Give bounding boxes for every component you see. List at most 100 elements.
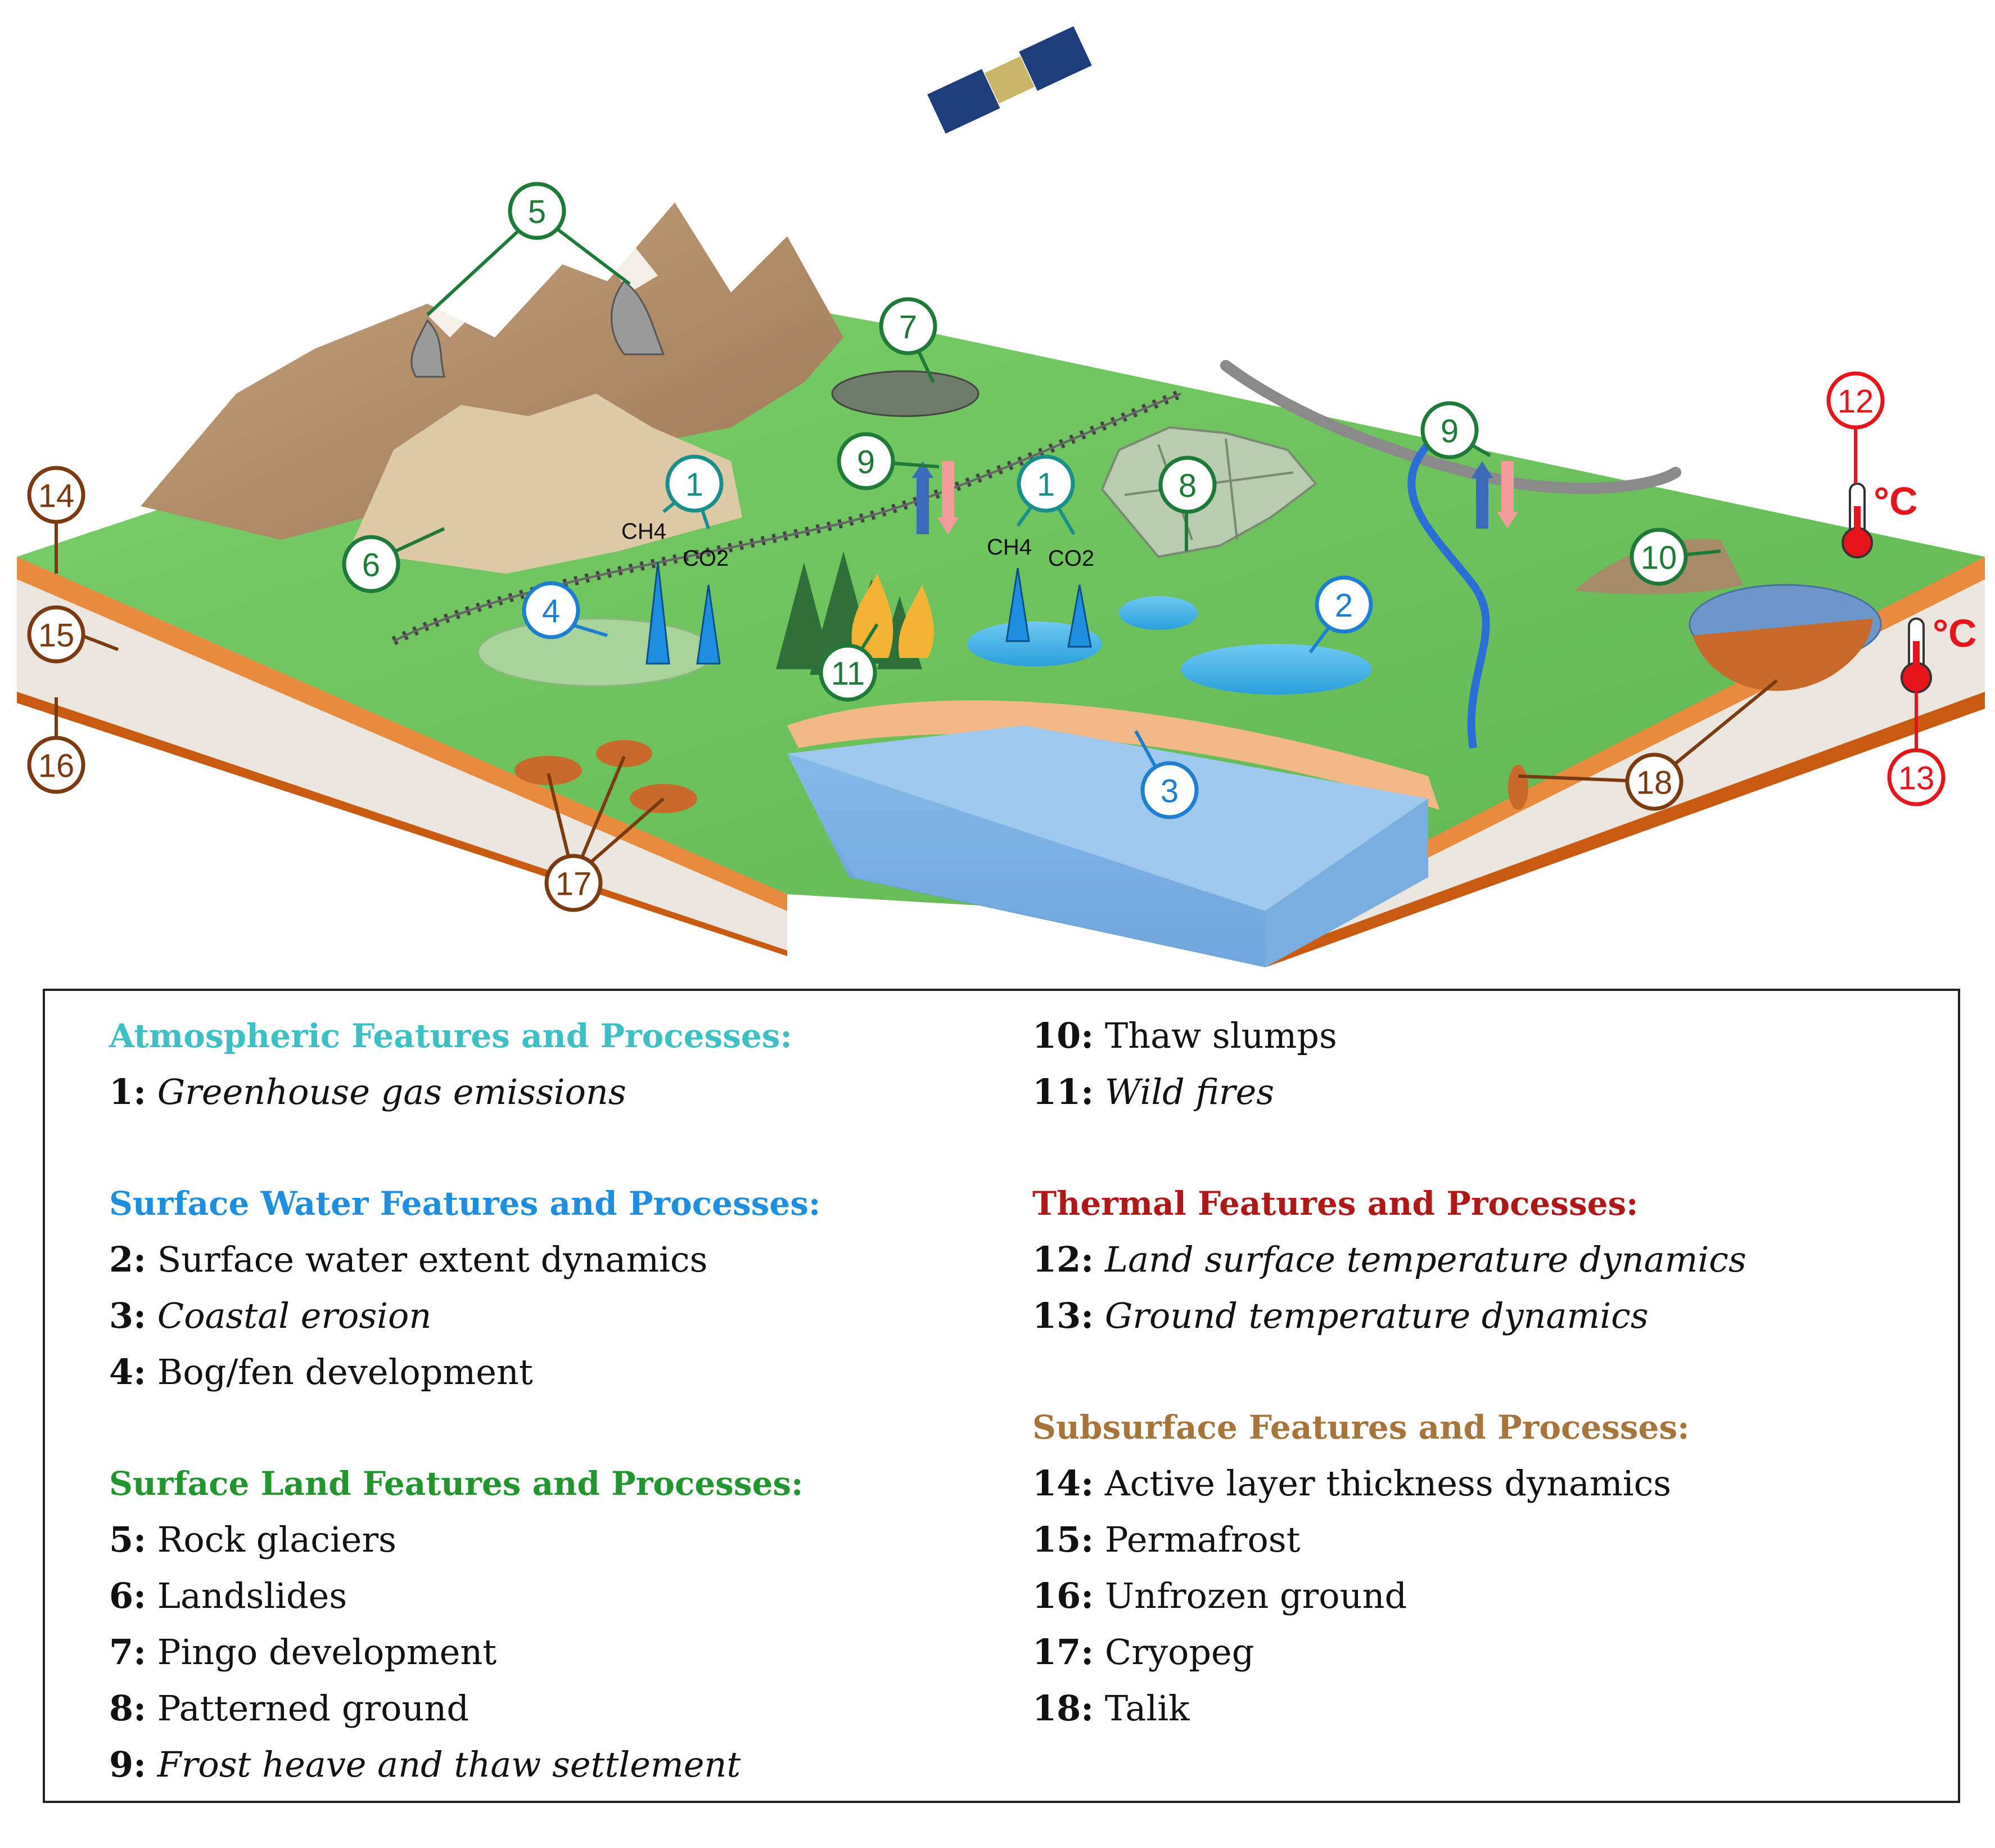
legend-item-text: Land surface temperature dynamics <box>1104 1239 1746 1280</box>
permafrost-landscape-diagram: CH4 CO2 CH4 CO2 °C °C <box>17 24 1985 967</box>
legend-item-number: 9: <box>109 1744 147 1785</box>
callout-8: 8 <box>1158 456 1217 514</box>
legend-box: Atmospheric Features and Processes: 1: G… <box>43 989 1960 1803</box>
legend-item-6: 6: Landslides <box>109 1568 820 1624</box>
legend-item-text: Greenhouse gas emissions <box>157 1071 626 1112</box>
svg-text:8: 8 <box>1179 468 1197 504</box>
legend-item-8: 8: Patterned ground <box>109 1680 820 1737</box>
legend-heading: Atmospheric Features and Processes: <box>109 1017 792 1055</box>
legend-item-text: Coastal erosion <box>157 1295 432 1336</box>
legend-item-16: 16: Unfrozen ground <box>1032 1568 1746 1624</box>
river <box>1407 441 1490 749</box>
legend-item-number: 18: <box>1032 1688 1094 1729</box>
svg-text:4: 4 <box>542 593 560 630</box>
legend-item-number: 13: <box>1032 1295 1094 1336</box>
callout-14: 14 <box>27 466 85 524</box>
legend-item-18: 18: Talik <box>1032 1680 1746 1737</box>
thermometer-icon-12 <box>1841 483 1873 558</box>
legend-item-4: 4: Bog/fen development <box>109 1344 820 1400</box>
coastal-bluff <box>787 700 1439 810</box>
rock-glacier-right <box>611 280 665 355</box>
legend-group-subsurface: Subsurface Features and Processes: 14: A… <box>1032 1399 1746 1737</box>
legend-item-number: 5: <box>109 1519 147 1560</box>
callout-2: 2 <box>1315 575 1373 634</box>
legend-item-text: Landslides <box>157 1575 347 1616</box>
svg-text:1: 1 <box>1037 467 1055 503</box>
talik-lens <box>1692 619 1872 691</box>
mountain-range <box>141 202 843 574</box>
legend-item-text: Rock glaciers <box>157 1519 396 1560</box>
thermokarst-lake-b <box>1119 596 1198 630</box>
legend-group-surface-land: Surface Land Features and Processes: 5: … <box>109 1455 820 1793</box>
callout-10: 10 <box>1630 528 1688 586</box>
ocean-block-face <box>787 754 1265 967</box>
svg-text:3: 3 <box>1161 773 1179 810</box>
legend-item-number: 7: <box>109 1631 147 1673</box>
legend-item-text: Talik <box>1104 1688 1190 1729</box>
callout-9-left: 9 <box>837 432 895 490</box>
railway-rail <box>393 393 1181 642</box>
legend-item-15: 15: Permafrost <box>1032 1512 1746 1568</box>
pingo <box>831 370 980 417</box>
legend-item-number: 6: <box>109 1575 147 1616</box>
legend-item-number: 11: <box>1032 1071 1094 1112</box>
legend-heading: Subsurface Features and Processes: <box>1032 1408 1690 1446</box>
svg-text:2: 2 <box>1335 588 1353 624</box>
legend-item-1: 1: Greenhouse gas emissions <box>109 1064 820 1120</box>
legend-item-7: 7: Pingo development <box>109 1624 820 1680</box>
legend-item-number: 15: <box>1032 1519 1094 1560</box>
callout-17: 17 <box>544 854 603 912</box>
co2-label-b: CO2 <box>1048 546 1094 571</box>
ocean-block-side <box>1265 799 1428 967</box>
legend-item-5: 5: Rock glaciers <box>109 1512 820 1568</box>
svg-text:10: 10 <box>1641 540 1677 576</box>
legend-group-surface-land-continued: 10: Thaw slumps 11: Wild fires <box>1032 1008 1746 1120</box>
svg-text:11: 11 <box>831 656 865 692</box>
svg-text:12: 12 <box>1838 384 1874 420</box>
legend-item-3: 3: Coastal erosion <box>109 1288 820 1344</box>
callout-5: 5 <box>508 182 566 240</box>
legend-item-13: 13: Ground temperature dynamics <box>1032 1288 1746 1344</box>
legend-heading: Thermal Features and Processes: <box>1032 1184 1639 1223</box>
svg-text:17: 17 <box>556 866 592 903</box>
legend-item-number: 1: <box>109 1071 147 1112</box>
callout-11: 11 <box>819 643 877 702</box>
svg-text:14: 14 <box>38 478 75 515</box>
ocean-block-top <box>787 725 1428 911</box>
legend-item-number: 17: <box>1032 1631 1094 1673</box>
legend-item-text: Cryopeg <box>1104 1631 1254 1673</box>
legend-group-thermal: Thermal Features and Processes: 12: Land… <box>1032 1175 1746 1344</box>
svg-text:9: 9 <box>857 444 875 481</box>
callout-9-right: 9 <box>1420 401 1479 459</box>
legend-group-atmospheric: Atmospheric Features and Processes: 1: G… <box>109 1008 820 1120</box>
legend-item-number: 12: <box>1032 1239 1094 1280</box>
callout-15: 15 <box>27 605 85 664</box>
legend-item-text: Unfrozen ground <box>1104 1575 1407 1616</box>
legend-item-17: 17: Cryopeg <box>1032 1624 1746 1680</box>
svg-text:16: 16 <box>38 748 75 785</box>
thermokarst-lake-a <box>967 621 1102 666</box>
legend-item-text: Ground temperature dynamics <box>1104 1295 1649 1336</box>
greenhouse-gas-arrows <box>646 562 1092 665</box>
callout-18: 18 <box>1625 752 1683 811</box>
legend-item-number: 8: <box>109 1688 147 1729</box>
svg-text:7: 7 <box>899 309 917 346</box>
callout-1-right: 1 <box>1017 454 1075 513</box>
legend-item-14: 14: Active layer thickness dynamics <box>1032 1455 1746 1512</box>
callout-markers: 1 1 2 3 4 5 6 7 8 9 9 10 11 12 13 14 15 … <box>27 182 1946 912</box>
legend-item-10: 10: Thaw slumps <box>1032 1008 1746 1064</box>
svg-text:18: 18 <box>1636 765 1673 801</box>
legend-item-text: Permafrost <box>1104 1519 1301 1560</box>
legend-item-text: Pingo development <box>157 1631 497 1673</box>
talik-river <box>1508 765 1528 810</box>
legend-item-number: 3: <box>109 1295 147 1336</box>
legend-group-surface-water: Surface Water Features and Processes: 2:… <box>109 1175 820 1400</box>
legend-item-number: 4: <box>109 1351 147 1392</box>
callout-7: 7 <box>879 297 937 355</box>
rock-glacier-left <box>410 319 445 378</box>
legend-item-text: Patterned ground <box>157 1688 470 1729</box>
wildfire-flames <box>851 574 934 658</box>
callout-3: 3 <box>1140 761 1199 819</box>
legend-item-number: 14: <box>1032 1463 1094 1504</box>
legend-item-text: Wild fires <box>1104 1071 1275 1112</box>
